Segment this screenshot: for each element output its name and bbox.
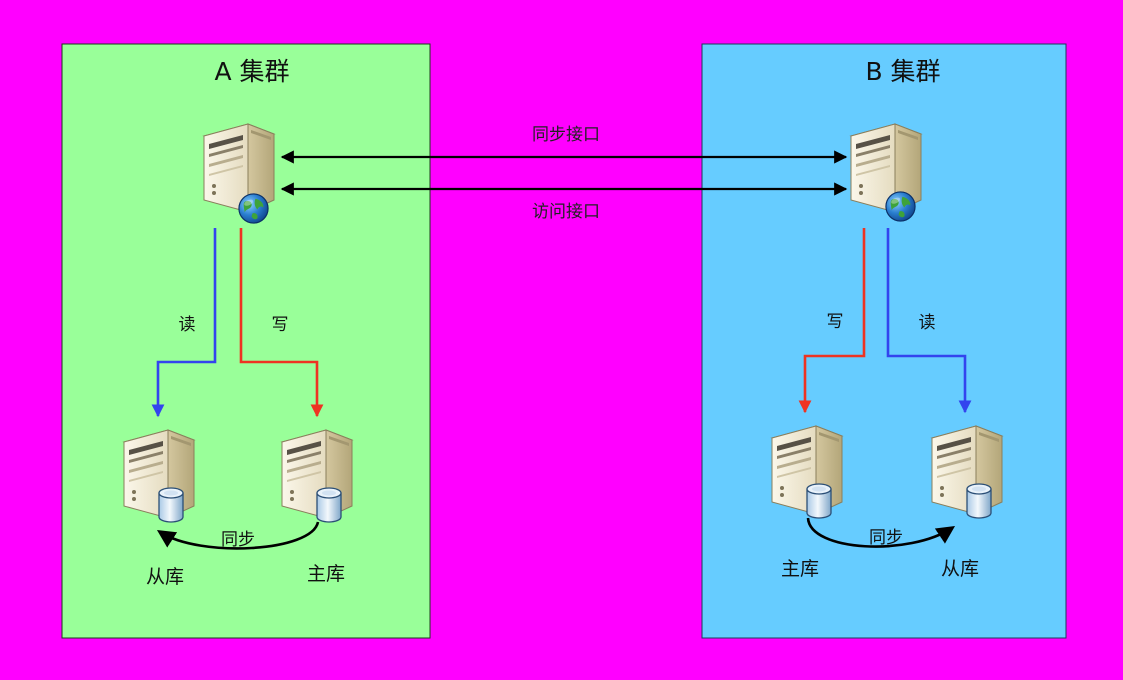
cluster-a-sync-arrow	[156, 521, 320, 550]
cluster-a-replica-label: 从库	[146, 566, 184, 588]
cluster-b-replica-label: 从库	[941, 558, 979, 580]
cluster-a-read-arrow	[151, 228, 217, 418]
globe-icon	[885, 191, 916, 222]
cluster-b-replica-server	[931, 425, 1003, 519]
database-icon	[806, 483, 832, 519]
cluster-a-primary-server	[281, 429, 353, 523]
database-icon	[158, 487, 184, 523]
cluster-a-title: A 集群	[214, 57, 289, 86]
database-icon	[316, 487, 342, 523]
cluster-b-primary-server	[771, 425, 843, 519]
database-icon	[966, 483, 992, 519]
cluster-b-read-label: 读	[919, 313, 936, 333]
cluster-a-primary-label: 主库	[307, 563, 345, 585]
cluster-a-write-label: 写	[272, 315, 289, 335]
cluster-b-sync-label: 同步	[869, 528, 903, 548]
cluster-a-sync-label: 同步	[221, 530, 255, 550]
access-interface-label: 访问接口	[532, 202, 600, 222]
cluster-b: B 集群 写 读 同步 主库 从库	[701, 43, 1067, 639]
cluster-b-read-arrow	[886, 228, 972, 414]
cluster-a: A 集群 读 写 同步 从库 主库	[61, 43, 431, 639]
globe-icon	[238, 193, 269, 224]
cluster-b-title: B 集群	[865, 57, 940, 86]
cluster-b-write-label: 写	[827, 312, 844, 332]
cluster-b-primary-label: 主库	[781, 558, 819, 580]
sync-interface-label: 同步接口	[532, 125, 600, 145]
cluster-b-write-arrow	[798, 228, 866, 414]
cluster-a-replica-server	[123, 429, 195, 523]
inter-cluster-interfaces: 同步接口 访问接口	[280, 125, 848, 222]
cluster-a-write-arrow	[239, 228, 324, 418]
cluster-b-sync-arrow	[806, 517, 956, 548]
cluster-a-read-label: 读	[179, 315, 196, 335]
